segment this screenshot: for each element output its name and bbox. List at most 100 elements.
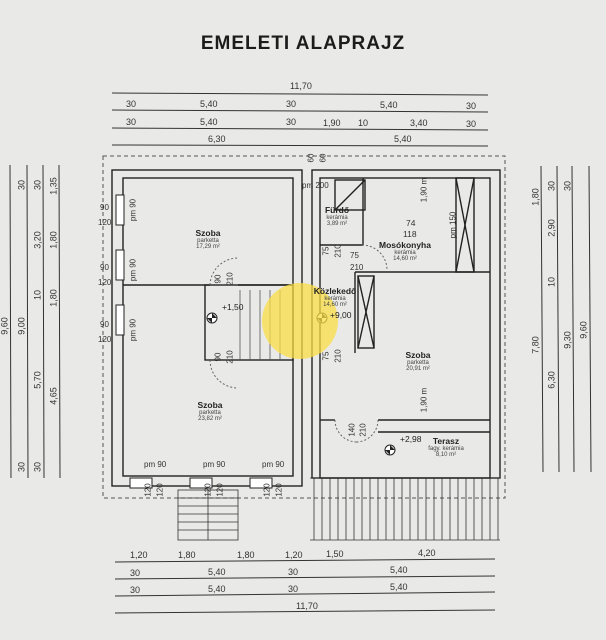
- level-label: +2,98: [400, 434, 422, 444]
- dim-label: 5,40: [390, 565, 408, 575]
- dim-label: 5,40: [394, 134, 412, 144]
- dim-label: 9,60: [578, 321, 589, 339]
- room-name: Szoba: [405, 350, 431, 360]
- room-material: kerámia: [324, 296, 346, 302]
- dim-label: 30: [562, 180, 573, 192]
- dim-label: 30: [126, 99, 137, 109]
- dim-label: 30: [32, 179, 43, 191]
- sill-label: 120: [143, 483, 153, 497]
- sill-label: 120: [215, 483, 225, 497]
- dim-line: [540, 165, 544, 473]
- room-label-bathroom: Fürdő kerámia 3,89 m²: [325, 205, 349, 227]
- window-label: pm 90: [144, 460, 167, 469]
- dim-label: 3,20: [32, 231, 43, 249]
- watermark-logo: [262, 283, 338, 359]
- dim-label: 5,40: [390, 582, 408, 592]
- dim-label: 60: [306, 153, 316, 163]
- room-area: 20,91 m²: [406, 366, 430, 372]
- window-label: pm 200: [302, 181, 329, 190]
- level-label: +9,00: [330, 310, 352, 320]
- dim-label: 1,80: [178, 550, 196, 560]
- room-label-bedroom-3: Szoba parketta 20,91 m²: [405, 350, 430, 372]
- window-label: pm 150: [448, 211, 458, 239]
- room-area: 14,60 m²: [323, 302, 347, 308]
- window-label: pm 90: [128, 198, 138, 222]
- dim-line: [58, 164, 61, 479]
- dim-line: [114, 609, 496, 614]
- dim-label: 2,90: [546, 219, 557, 237]
- dim-line: [114, 591, 496, 597]
- dim-label: 1,80: [237, 550, 255, 560]
- dim-line: [111, 127, 489, 131]
- door-label: 90: [213, 352, 223, 362]
- dim-label: 9,60: [0, 317, 10, 335]
- dim-label: 7,80: [530, 336, 541, 354]
- roof-outline: [102, 155, 506, 499]
- dim-line: [556, 165, 560, 473]
- dim-label: 30: [130, 568, 141, 578]
- sill-label: 120: [274, 483, 284, 497]
- dim-label: 1,90 m: [419, 387, 429, 413]
- room-name: Terasz: [432, 436, 460, 446]
- dim-label: 5,40: [380, 100, 398, 110]
- room-name: Fürdő: [324, 205, 350, 215]
- room-label-terrace: Terasz fagy. kerámia 8,10 m²: [428, 436, 464, 458]
- room-material: kerámia: [394, 250, 416, 256]
- dim-label: 9,00: [16, 317, 27, 335]
- room-area: 23,82 m²: [198, 416, 222, 422]
- door-label: 210: [333, 244, 343, 258]
- dim-label: 118: [403, 229, 417, 239]
- window-label: 120: [98, 218, 112, 227]
- dim-line: [571, 165, 575, 473]
- dim-label: 30: [16, 179, 27, 191]
- dim-label: 3,40: [410, 118, 428, 128]
- room-label-bedroom-1: Szoba parketta 17,29 m²: [195, 228, 220, 250]
- dim-line: [42, 164, 45, 479]
- dim-line: [26, 164, 29, 479]
- dim-line: [588, 165, 592, 473]
- room-name: Szoba: [197, 400, 223, 410]
- dim-label: 11,70: [296, 601, 318, 611]
- door-label: 210: [225, 272, 235, 286]
- room-label-laundry: Mosókonyha kerámia 14,60 m²: [379, 240, 431, 262]
- dim-line: [111, 144, 489, 147]
- dim-label: 1,80: [48, 231, 59, 249]
- sill-label: 120: [262, 483, 272, 497]
- dim-label: 30: [288, 584, 299, 594]
- room-material: kerámia: [326, 215, 348, 221]
- dim-label: 5,70: [32, 371, 43, 389]
- room-label-hallway: Közlekedő kerámia 14,60 m²: [314, 286, 357, 308]
- door-label: 210: [358, 423, 368, 437]
- room-area: 3,89 m²: [326, 221, 348, 227]
- sill-label: 120: [203, 483, 213, 497]
- sill-label: 120: [155, 483, 165, 497]
- dim-line: [114, 575, 496, 580]
- dim-label: 30: [466, 119, 477, 129]
- dim-label: 10: [32, 289, 43, 301]
- dim-label: 1,35: [48, 177, 59, 195]
- window-label: 90: [100, 320, 109, 329]
- dim-label: 30: [130, 585, 141, 595]
- dim-line: [111, 92, 489, 96]
- dim-label: 4,65: [48, 387, 59, 405]
- dim-label: 1,20: [285, 550, 303, 560]
- dim-label: 1,80: [48, 289, 59, 307]
- window-label: 90: [100, 263, 109, 272]
- dim-label: 1,50: [326, 549, 344, 559]
- room-name: Közlekedő: [313, 286, 357, 296]
- room-material: parketta: [407, 360, 429, 366]
- dim-label: 4,20: [418, 548, 436, 558]
- dim-label: 74: [406, 218, 416, 228]
- dim-label: 5,40: [208, 567, 226, 577]
- room-name: Mosókonyha: [379, 240, 431, 250]
- window-label: pm 90: [128, 318, 138, 342]
- room-material: fagy. kerámia: [428, 446, 464, 452]
- room-material: parketta: [199, 410, 221, 416]
- dim-label: 60: [318, 153, 328, 163]
- window-label: 90: [100, 203, 109, 212]
- room-name: Szoba: [195, 228, 221, 238]
- dim-label: 30: [466, 101, 477, 111]
- door-label: 210: [333, 349, 343, 363]
- door-label: 75: [321, 351, 331, 361]
- dim-label: 30: [546, 180, 557, 192]
